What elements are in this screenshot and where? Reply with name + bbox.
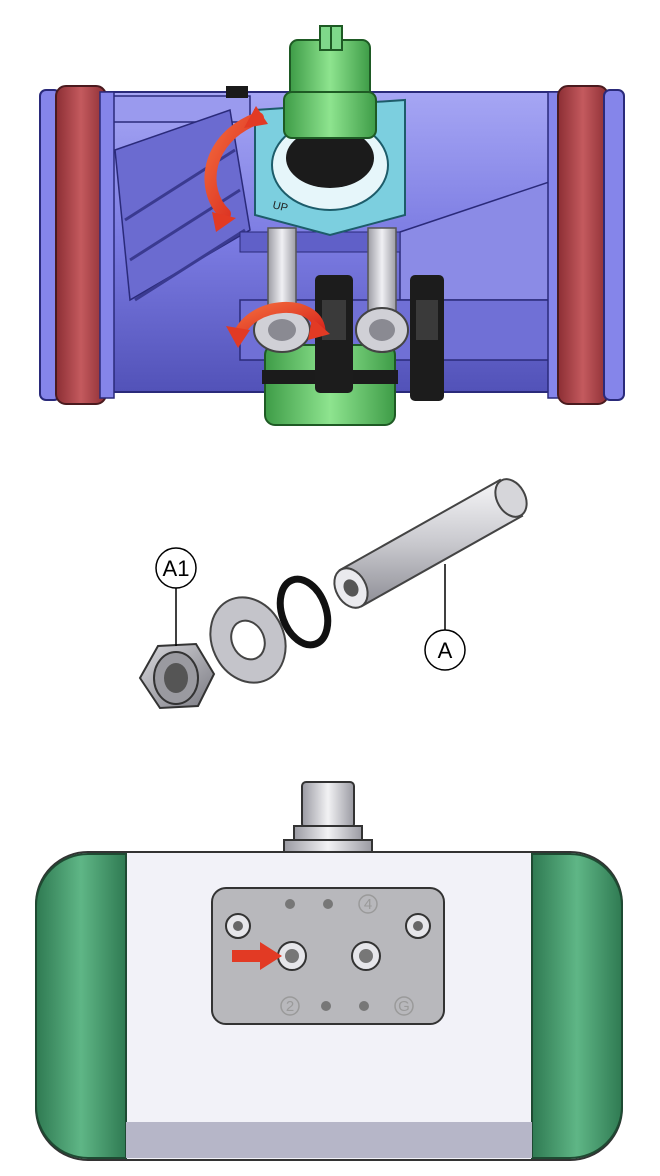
exploded-hardware-view: A1 A	[0, 460, 660, 750]
right-end-cap	[547, 85, 625, 405]
clamp-blocks	[315, 275, 444, 401]
port-g-label: G	[398, 998, 410, 1015]
bracket-up-label: UP	[271, 199, 289, 214]
callout-a1: A1	[155, 547, 197, 646]
hex-nut-part	[138, 642, 216, 710]
actuator-port-face-drawing: 4 2 G	[35, 781, 623, 1161]
rod-part	[333, 478, 528, 609]
arrowhead-icon	[212, 212, 236, 232]
port-4-label: 4	[364, 896, 372, 913]
actuator-top-view-drawing: UP	[39, 25, 625, 426]
o-ring-part	[276, 575, 332, 649]
port-mounting-plate: 4 2 G	[211, 887, 445, 1025]
callout-a1-label: A1	[163, 556, 190, 581]
actuator-top-view: UP	[0, 0, 660, 430]
actuator-port-face-view: 4 2 G	[0, 770, 660, 1170]
callout-a: A	[424, 564, 466, 671]
left-end-cap	[39, 85, 115, 405]
arrowhead-icon	[226, 326, 250, 348]
pillar-nuts	[253, 307, 409, 353]
exploded-hardware-drawing: A1 A	[138, 478, 528, 710]
port-2-label: 2	[286, 998, 294, 1015]
callout-a-label: A	[438, 638, 453, 663]
arrowhead-icon	[308, 318, 330, 340]
upper-stem	[283, 25, 377, 139]
arrowhead-icon	[244, 106, 268, 128]
washer-part	[209, 596, 287, 684]
output-shaft	[283, 781, 373, 855]
vertical-rotate-arrow-icon	[204, 112, 264, 220]
rotation-arrows	[204, 106, 330, 348]
port-indicator-arrow-icon	[232, 942, 282, 970]
horizontal-rotate-arrow-icon	[232, 302, 326, 342]
